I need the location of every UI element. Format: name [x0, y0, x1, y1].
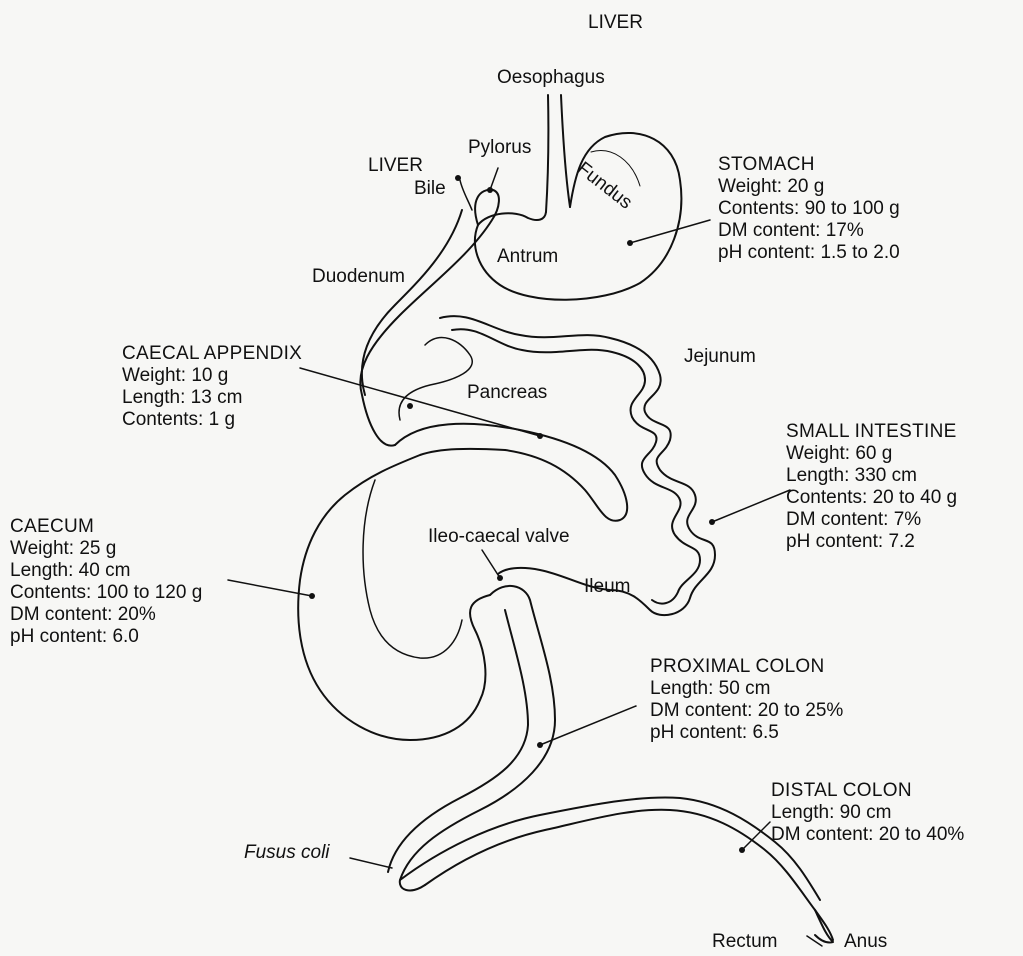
- rectum-outline: [815, 910, 833, 943]
- caecal-appendix-outline: [395, 424, 627, 521]
- small-intestine-info: SMALL INTESTINE Weight: 60 g Length: 330…: [786, 421, 957, 553]
- caecum-outline: [298, 449, 505, 740]
- stomach-line: Weight: 20 g: [718, 176, 900, 198]
- caecum-info: CAECUM Weight: 25 g Length: 40 cm Conten…: [10, 516, 202, 648]
- label-ileum: Ileum: [584, 576, 630, 598]
- stomach-leader: [630, 220, 710, 243]
- label-oesophagus: Oesophagus: [497, 67, 605, 89]
- caecum-title: CAECUM: [10, 516, 202, 538]
- caecal-appendix-line: Contents: 1 g: [122, 409, 302, 431]
- caecal-appendix-line: Length: 13 cm: [122, 387, 302, 409]
- proximal-colon-title: PROXIMAL COLON: [650, 656, 843, 678]
- proximal-colon-outline: [400, 586, 555, 891]
- stomach-line: pH content: 1.5 to 2.0: [718, 242, 900, 264]
- small-intestine-line: DM content: 7%: [786, 509, 957, 531]
- caecal-appendix-title: CAECAL APPENDIX: [122, 343, 302, 365]
- caecal-appendix-line: Weight: 10 g: [122, 365, 302, 387]
- small-intestine-title: SMALL INTESTINE: [786, 421, 957, 443]
- oesophagus-outline: [546, 95, 570, 212]
- small-intestine-line: Length: 330 cm: [786, 465, 957, 487]
- small-intestine-line: Weight: 60 g: [786, 443, 957, 465]
- distal-colon-line: DM content: 20 to 40%: [771, 824, 964, 846]
- caecum-line: Weight: 25 g: [10, 538, 202, 560]
- caecum-line: Length: 40 cm: [10, 560, 202, 582]
- rectum-leader: [807, 936, 822, 946]
- stomach-info: STOMACH Weight: 20 g Contents: 90 to 100…: [718, 154, 900, 264]
- proximal-colon-line: pH content: 6.5: [650, 722, 843, 744]
- distal-colon-line: Length: 90 cm: [771, 802, 964, 824]
- label-rectum: Rectum: [712, 931, 777, 953]
- duodenum-outline: [360, 190, 499, 446]
- label-duodenum: Duodenum: [312, 266, 405, 288]
- label-bile: Bile: [414, 178, 446, 200]
- distal-colon-title: DISTAL COLON: [771, 780, 964, 802]
- distal-colon-info: DISTAL COLON Length: 90 cm DM content: 2…: [771, 780, 964, 846]
- caecum-line: DM content: 20%: [10, 604, 202, 626]
- jejunum-outline: [440, 316, 715, 615]
- small-intestine-leader: [712, 490, 790, 522]
- small-intestine-line: pH content: 7.2: [786, 531, 957, 553]
- caecum-line: Contents: 100 to 120 g: [10, 582, 202, 604]
- stomach-title: STOMACH: [718, 154, 900, 176]
- label-fusus-coli: Fusus coli: [244, 842, 330, 864]
- label-antrum: Antrum: [497, 246, 558, 268]
- label-ileo-caecal-valve: Ileo-caecal valve: [428, 526, 570, 548]
- proximal-colon-line: Length: 50 cm: [650, 678, 843, 700]
- label-pylorus: Pylorus: [468, 137, 531, 159]
- caecum-line: pH content: 6.0: [10, 626, 202, 648]
- label-liver-top: LIVER: [588, 12, 643, 34]
- small-intestine-line: Contents: 20 to 40 g: [786, 487, 957, 509]
- proximal-colon-line: DM content: 20 to 25%: [650, 700, 843, 722]
- label-liver-left: LIVER: [368, 155, 423, 177]
- label-anus: Anus: [844, 931, 887, 953]
- caecal-appendix-info: CAECAL APPENDIX Weight: 10 g Length: 13 …: [122, 343, 302, 431]
- stomach-line: Contents: 90 to 100 g: [718, 198, 900, 220]
- bile-duct: [460, 180, 472, 210]
- proximal-colon-info: PROXIMAL COLON Length: 50 cm DM content:…: [650, 656, 843, 744]
- label-pancreas: Pancreas: [467, 382, 547, 404]
- valve-leader: [482, 550, 500, 578]
- pylorus-leader: [490, 168, 498, 190]
- stomach-line: DM content: 17%: [718, 220, 900, 242]
- label-jejunum: Jejunum: [684, 346, 756, 368]
- fusus-leader: [350, 858, 392, 868]
